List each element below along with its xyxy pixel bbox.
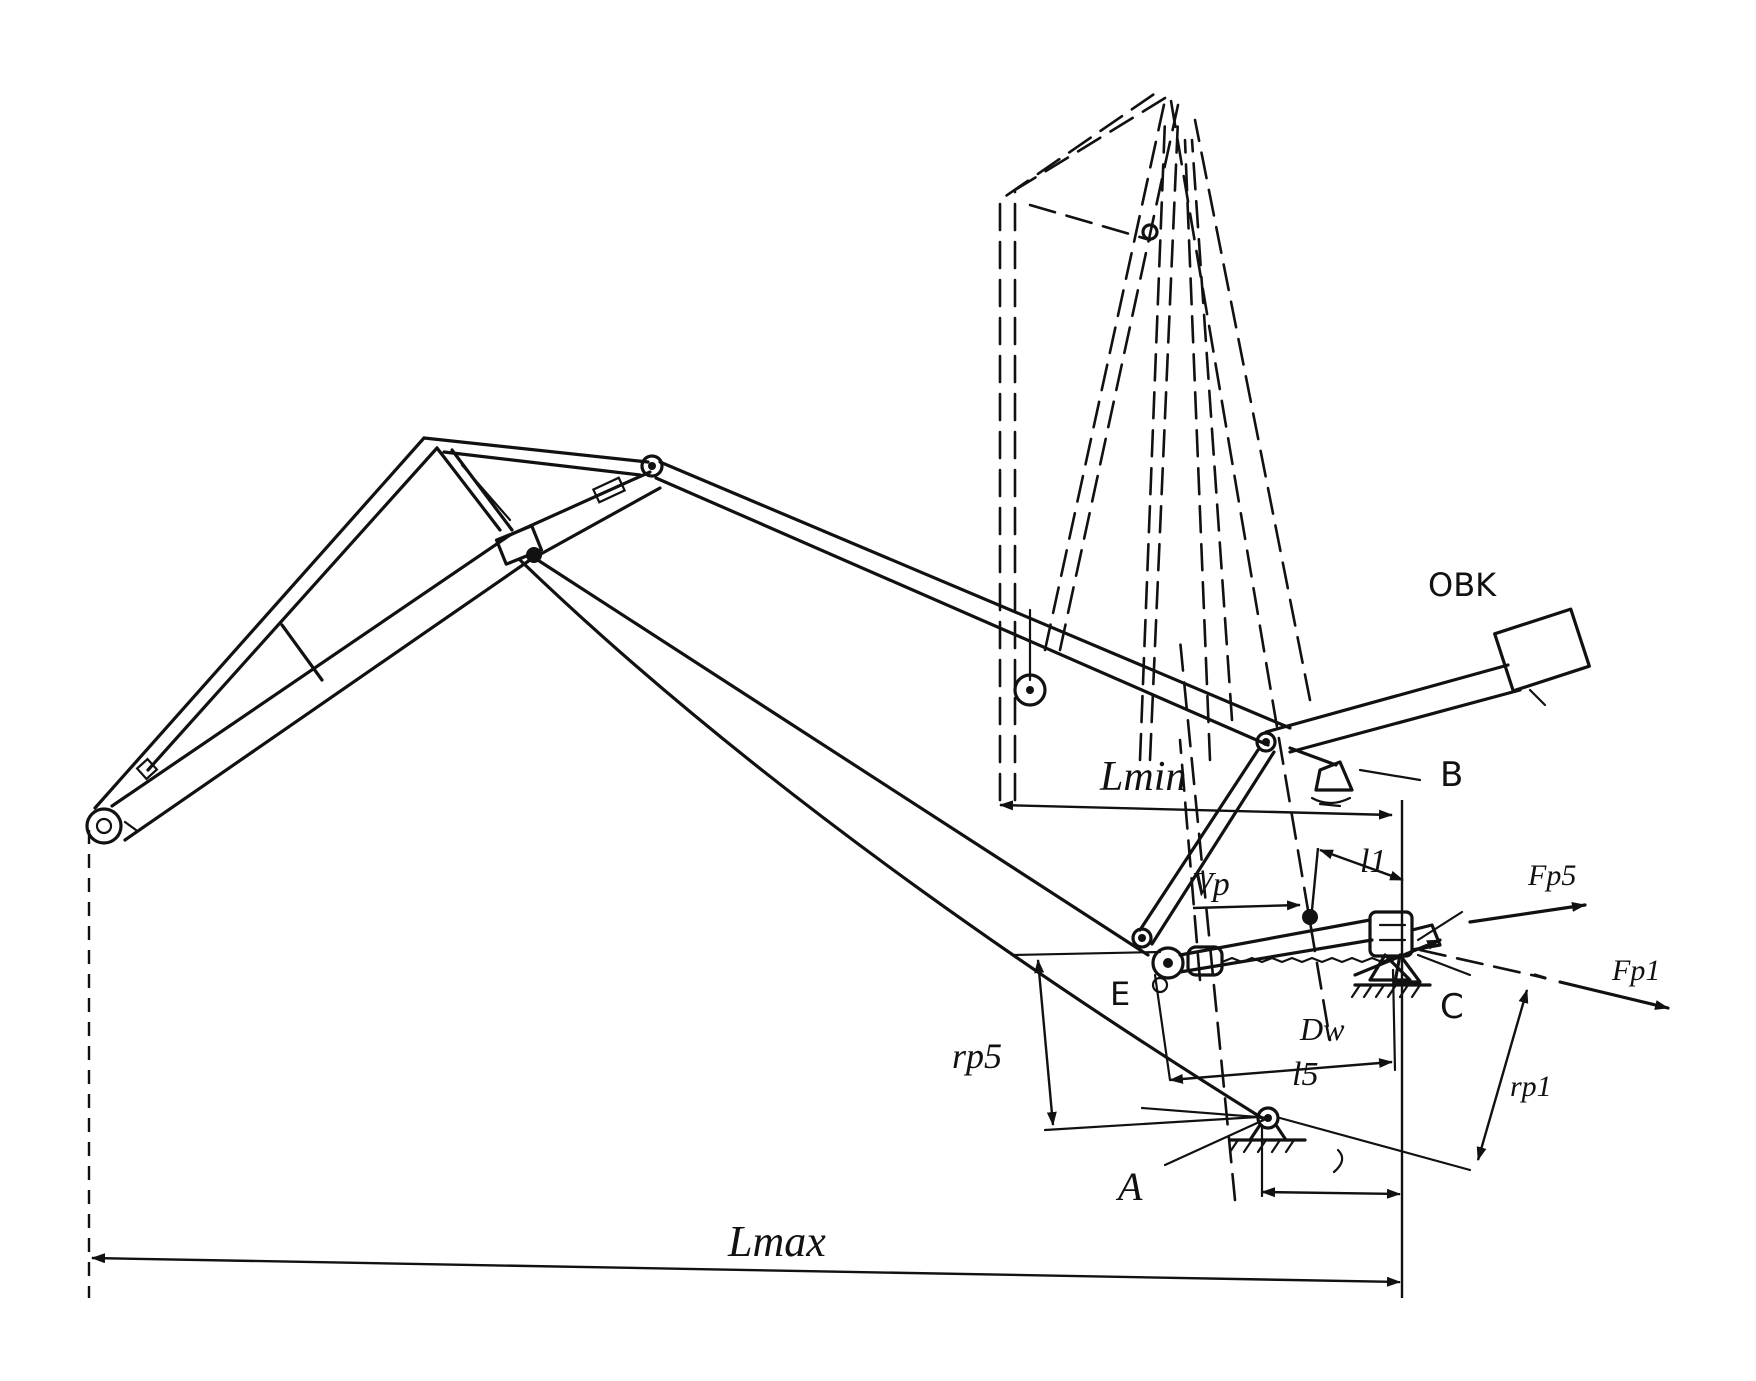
label-l5: l5	[1292, 1056, 1318, 1093]
e-upper-pin	[1131, 927, 1153, 949]
hook	[1013, 673, 1047, 707]
label-rp1: rp1	[1510, 1070, 1552, 1103]
label-l1: l1	[1360, 843, 1386, 880]
vp-point	[1302, 909, 1318, 925]
label-fp5: Fp5	[1527, 859, 1576, 892]
dashed-raised-position	[998, 88, 1332, 1202]
label-a: A	[1115, 1164, 1143, 1209]
label-fp1: Fp1	[1611, 954, 1660, 987]
dimensions	[87, 800, 1670, 1298]
label-c: C	[1440, 987, 1464, 1027]
label-e: E	[1110, 975, 1130, 1013]
label-b: B	[1440, 755, 1463, 795]
labels: OBK B Lmin Lmax l1 Vp Fp5 Fp1 rp5 rp1 E …	[727, 566, 1660, 1266]
b-support	[1314, 760, 1354, 792]
label-dw: Dw	[1299, 1011, 1345, 1047]
obk-bucket	[1493, 607, 1591, 693]
c-joint	[1368, 910, 1414, 958]
crane-arm	[85, 436, 1591, 1167]
tip-pivot	[85, 807, 123, 845]
e-pin	[1151, 946, 1185, 980]
label-obk: OBK	[1428, 566, 1497, 604]
upper-node	[640, 454, 664, 478]
label-vp: Vp	[1192, 866, 1230, 903]
label-lmax: Lmax	[727, 1217, 826, 1266]
central-joint	[494, 524, 544, 566]
label-rp5: rp5	[952, 1036, 1002, 1076]
label-lmin: Lmin	[1099, 754, 1186, 800]
